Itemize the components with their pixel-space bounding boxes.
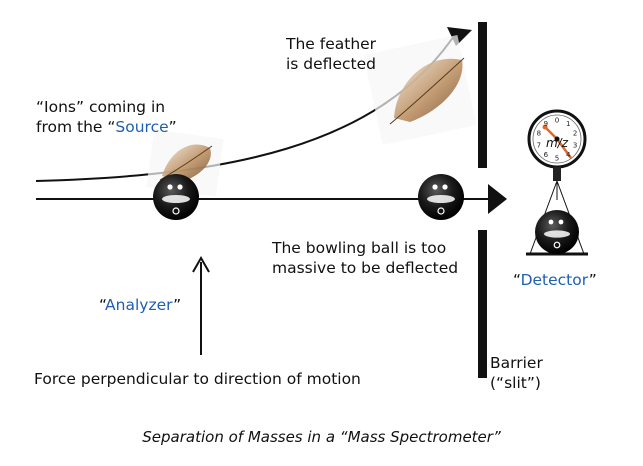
force-arrow-head (192, 255, 210, 273)
feather-path-arrowhead (447, 27, 472, 46)
weighing-scale-icon (526, 109, 588, 256)
dial-number: 0 (555, 117, 559, 125)
detector-highlight: Detector (520, 271, 589, 289)
analyzer-label: “Analyzer” (99, 295, 181, 315)
dial-number: 1 (566, 120, 570, 128)
barrier-upper (478, 22, 487, 168)
straight-path-arrowhead (488, 184, 507, 214)
ions-text: from the “ (36, 118, 116, 136)
analyzer-highlight: Analyzer (105, 296, 174, 314)
barrier-lower (478, 230, 487, 378)
feather-label-line: is deflected (286, 55, 376, 73)
dial-number: 8 (537, 130, 541, 138)
bowling-ball-icon (418, 174, 464, 220)
dial-number: 9 (544, 120, 548, 128)
feather-label: The feather is deflected (286, 34, 376, 74)
dial-number: 5 (555, 155, 559, 163)
bowling-ball-icon (153, 174, 199, 220)
meter-readout: m/z (546, 136, 569, 150)
feather-icon (363, 35, 477, 145)
source-highlight: Source (115, 118, 169, 136)
dial-number: 6 (544, 151, 549, 159)
force-label: Force perpendicular to direction of moti… (34, 370, 361, 388)
barrier-label-line: (“slit”) (490, 374, 541, 392)
detector-quote: ” (588, 271, 597, 289)
diagram-caption: Separation of Masses in a “Mass Spectrom… (142, 428, 501, 446)
dial-number: 2 (573, 130, 577, 138)
detector-label: “Detector” (513, 270, 597, 290)
dial-number: 4 (566, 151, 571, 159)
bowling-label-line: The bowling ball is too (272, 239, 447, 257)
dial-number: 7 (537, 141, 541, 149)
analyzer-quote: ” (173, 296, 182, 314)
ions-label-line: from the “Source” (36, 117, 177, 137)
detector-quote: “ (513, 271, 521, 289)
ions-source-label: “Ions” coming in from the “Source” (36, 97, 177, 137)
barrier-label: Barrier (“slit”) (490, 353, 543, 393)
bowling-ball-label: The bowling ball is too massive to be de… (272, 238, 458, 278)
feather-label-line: The feather (286, 35, 377, 53)
barrier-label-line: Barrier (490, 354, 543, 372)
bowling-label-line: massive to be deflected (272, 259, 459, 277)
ions-text: ” (168, 118, 177, 136)
analyzer-quote: “ (99, 296, 106, 314)
ions-label-line: “Ions” coming in (36, 98, 166, 116)
dial-number: 3 (573, 141, 577, 149)
